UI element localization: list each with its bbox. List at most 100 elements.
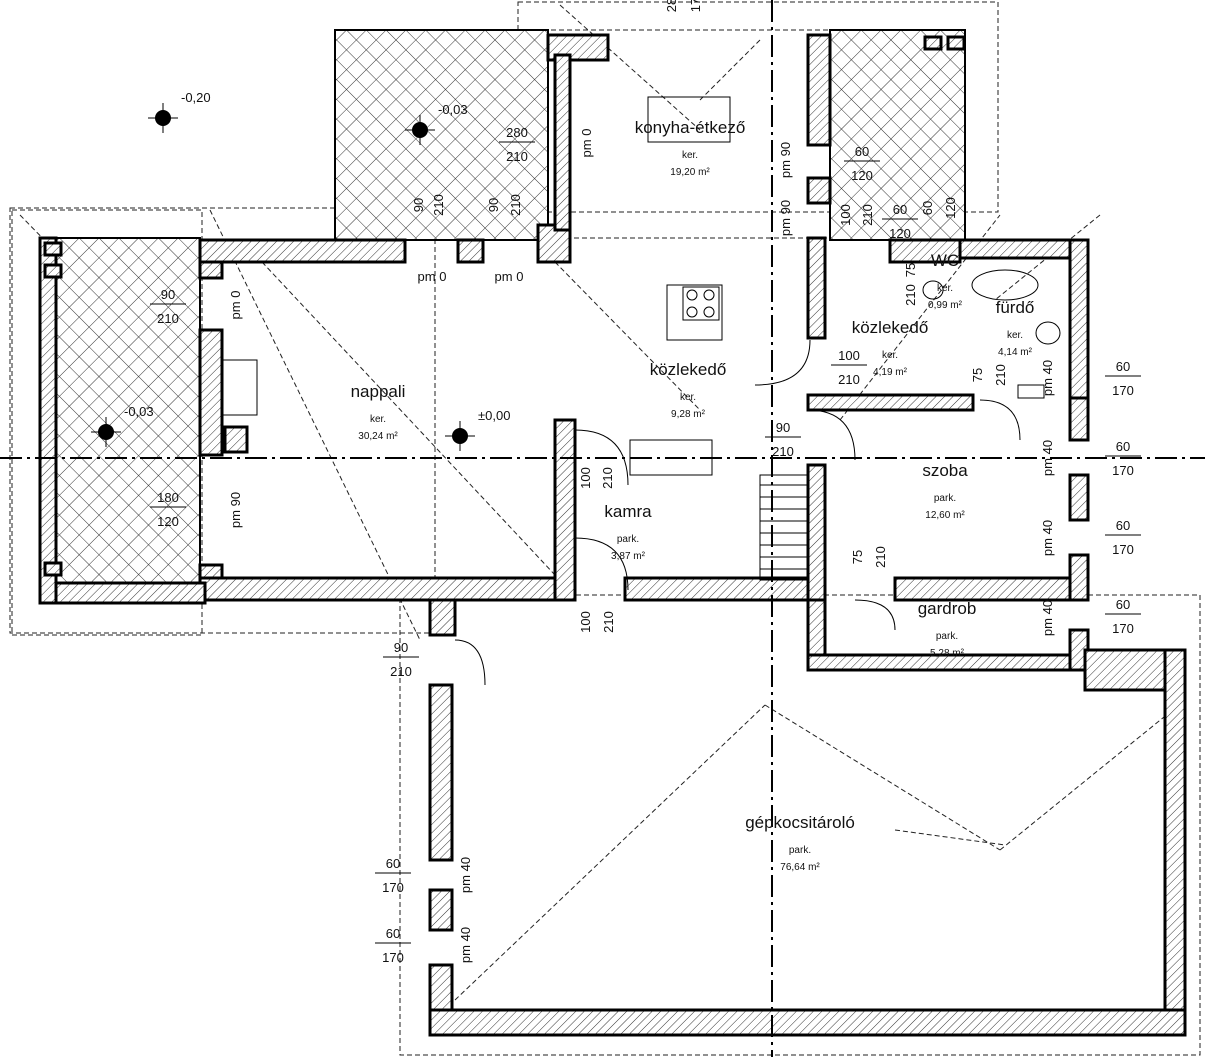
wall [553,53,572,232]
roof-ridge [554,261,701,411]
room-floor: ker. [680,392,696,403]
wall [456,238,485,264]
dimension-label-vertical: pm 90 [778,200,793,236]
dimension-label: 60 [386,926,400,941]
dimension-label: 170 [382,880,404,895]
dimension-label: 210 [390,664,412,679]
dimension-label: 120 [157,514,179,529]
dimension-label-vertical: pm 0 [579,129,594,158]
dimension-label: 210 [157,311,179,326]
column [923,35,943,51]
room-name: WC [931,251,959,270]
wall [198,238,407,264]
column [43,263,63,279]
room-floor: ker. [882,350,898,361]
dimension-label: 60 [855,144,869,159]
sill-height-label: pm 0 [418,269,447,284]
room-area: 19,20 m² [670,167,710,178]
room-name: közlekedő [852,318,929,337]
door-swing [807,409,856,461]
room-name: kamra [604,502,652,521]
wall [38,236,58,605]
dimension-label-vertical: pm 40 [458,927,473,963]
dimension-label-vertical: 100 [578,467,593,489]
room-area: 4,19 m² [873,367,908,378]
level-marker-icon [412,122,428,138]
wall [893,576,1072,602]
terrace-paving [39,237,201,604]
room-floor: park. [789,845,811,856]
dimension-label: 60 [1116,439,1130,454]
dimension-label-vertical: 75 [970,368,985,382]
toilet [1035,321,1061,345]
dimension-label-vertical: 210 [903,284,918,306]
fixtures [221,96,1061,686]
dimension-label-vertical: pm 40 [1040,520,1055,556]
dimension-label-vertical: 210 [431,194,446,216]
burner-icon [703,289,715,301]
column [43,561,63,577]
roof-ridge [559,4,701,131]
kitchen-island [666,284,723,341]
dimension-label-vertical: 120 [943,197,958,219]
dimension-label: 90 [161,287,175,302]
dimension-label-vertical: 75 [903,263,918,277]
dining-table [647,96,731,143]
level-marker-icon [155,110,171,126]
room-area: 5,28 m² [930,648,965,659]
room-floor: ker. [1007,330,1023,341]
roof-ridge [454,704,766,1001]
room-name: gardrob [918,599,977,618]
dimension-label-vertical: pm 40 [458,857,473,893]
wall [806,236,827,340]
dimension-label-vertical: 28 [664,0,679,12]
dimension-label-vertical: pm 90 [778,142,793,178]
burner-icon [686,289,698,301]
level-label: ±0,00 [478,408,510,423]
wall [198,260,224,280]
dimension-label: 60 [1116,597,1130,612]
labels: -0,20-0,03-0,03±0,00konyha-étkezőker.19,… [124,0,1141,965]
roof-ridge [999,699,1186,851]
dimension-label-vertical: pm 40 [1040,360,1055,396]
room-area: 3,87 m² [611,551,646,562]
burner-icon [703,306,715,318]
dimension-label-vertical: 60 [920,201,935,215]
chimney [223,425,249,454]
wall [806,33,832,147]
door-swing [574,537,629,591]
wall [43,581,207,605]
terrace-paving [334,29,549,241]
dimension-label-vertical: 210 [993,364,1008,386]
door-swing [754,339,811,386]
staircase [759,474,809,581]
room-floor: ker. [937,283,953,294]
level-marker-icon [452,428,468,444]
dimension-label-vertical: pm 0 [228,291,243,320]
dimension-label-vertical: 210 [860,204,875,226]
wall [198,576,572,602]
burner-icon [686,306,698,318]
dimension-label: 210 [838,372,860,387]
dimension-label-vertical: pm 90 [228,492,243,528]
room-name: konyha-étkező [635,118,746,137]
dimension-label-vertical: 100 [838,204,853,226]
dimension-label-vertical: 17 [688,0,703,12]
wall [428,598,457,637]
wall [1068,238,1090,402]
room-area: 76,64 m² [780,862,820,873]
door-swing [454,639,486,686]
dimension-label: 170 [1112,621,1134,636]
dimension-label: 90 [394,640,408,655]
room-area: 30,24 m² [358,431,398,442]
door-swing [979,399,1021,441]
door-swing [854,599,896,631]
wall [806,463,827,602]
walls [38,33,1187,1037]
room-floor: park. [617,534,639,545]
roof-ridge [764,704,1001,851]
dimension-label-vertical: 90 [411,198,426,212]
dimension-label: 210 [506,149,528,164]
column [43,241,63,257]
